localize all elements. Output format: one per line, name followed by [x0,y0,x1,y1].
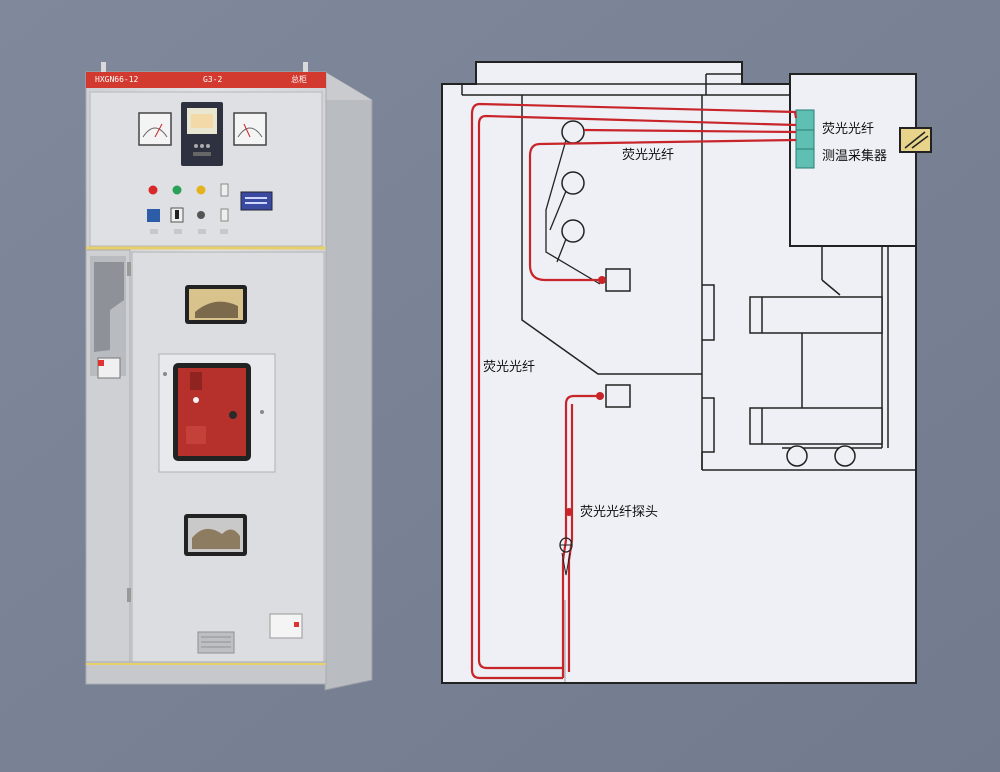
interlock-handle [94,262,124,352]
cabinet-title: 总柜 [291,75,307,84]
lifting-lug [101,62,106,72]
green-indicator-lamp [172,185,182,195]
upper-contact-box [605,268,631,292]
key-switch [197,211,205,219]
fiber-outer-loop [470,102,798,680]
busbar-compartment-line [521,95,702,375]
fiber-probe-dot [598,276,606,284]
breaker-upper-arm [749,296,883,334]
switchgear-cabinet [85,62,373,691]
fiber-to-upper-contact [528,138,797,282]
relay-screen-glow [191,114,213,128]
breaker-knob [229,411,237,419]
meter-scale [142,127,168,138]
cabinet-base [85,661,327,685]
cabinet-top-bar [86,72,326,88]
temperature-monitoring-diagram [441,61,932,684]
toggle-switch [220,183,229,197]
lifting-lug [303,62,308,72]
busbar-insulator [561,171,585,195]
meter-needle [243,123,251,138]
meter-needle [154,123,163,138]
probe-label: 荧光光纤探头 [580,505,659,520]
fiber-label-left: 荧光光纤 [483,360,536,375]
collector-connector-block [795,109,815,169]
cabinet-side-panel [324,71,373,691]
fiber-to-insulator [583,128,797,134]
lower-contact-box [605,384,631,408]
breaker-lower-arm [749,407,883,445]
truck-wheel [834,445,856,467]
busbar-insulator [561,219,585,243]
fiber-optic-cables [470,102,798,680]
yellow-indicator-lamp [196,185,206,195]
blue-push-button [147,209,160,222]
collector-label: 测温采集器 [822,149,888,164]
cabinet-model-label: HXGN66-12 [95,75,139,84]
upper-spout [702,284,715,341]
probe-tip [561,552,571,576]
meter-scale [237,127,263,138]
ammeter [138,112,172,146]
toggle-switch [220,208,229,222]
collector-fiber-label: 荧光光纤 [822,122,875,137]
fiber-probe-dot [596,392,604,400]
fiber-to-lower-contact [561,394,600,678]
fiber-inner-loop [477,114,797,670]
cabinet-panel-number: G3-2 [203,75,223,84]
busbar-insulator [561,120,585,144]
truck-wheel [786,445,808,467]
lower-spout [702,397,715,453]
nameplate-label [240,191,273,211]
probe-marker-dot [565,508,573,516]
relay-keypad [193,152,211,156]
fiber-label-top: 荧光光纤 [622,148,675,163]
voltmeter [233,112,267,146]
red-indicator-lamp [148,185,158,195]
